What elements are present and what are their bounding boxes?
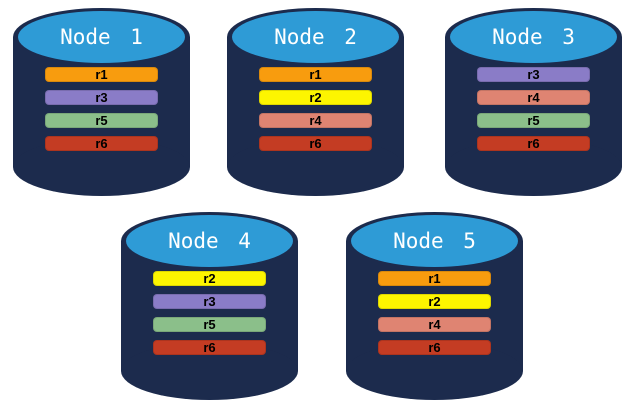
node-2-replica-list: r1 r2 r4 r6 — [259, 67, 372, 151]
replica-bar: r1 — [378, 271, 491, 286]
replica-bar: r2 — [378, 294, 491, 309]
cylinder-top-face: Node 3 — [450, 11, 617, 63]
replica-bar: r5 — [153, 317, 266, 332]
replica-bar: r6 — [259, 136, 372, 151]
node-2-cylinder: Node 2 r1 r2 r4 r6 — [227, 8, 404, 196]
replica-bar: r6 — [378, 340, 491, 355]
node-3-cylinder: Node 3 r3 r4 r5 r6 — [445, 8, 622, 196]
replica-bar: r2 — [259, 90, 372, 105]
cylinder-top-face: Node 4 — [126, 215, 293, 267]
node-5-title: Node 5 — [393, 229, 476, 253]
node-3-title: Node 3 — [492, 25, 575, 49]
replica-bar: r6 — [153, 340, 266, 355]
node-1-title: Node 1 — [60, 25, 143, 49]
replica-bar: r4 — [477, 90, 590, 105]
cylinder-top-face: Node 2 — [232, 11, 399, 63]
replica-bar: r4 — [378, 317, 491, 332]
replica-bar: r1 — [259, 67, 372, 82]
replica-bar: r4 — [259, 113, 372, 128]
replica-bar: r2 — [153, 271, 266, 286]
node-4-title: Node 4 — [168, 229, 251, 253]
replica-bar: r6 — [477, 136, 590, 151]
replica-bar: r5 — [45, 113, 158, 128]
cylinder-top-face: Node 1 — [18, 11, 185, 63]
replica-bar: r3 — [477, 67, 590, 82]
node-3-replica-list: r3 r4 r5 r6 — [477, 67, 590, 151]
node-5-replica-list: r1 r2 r4 r6 — [378, 271, 491, 355]
cylinder-top-face: Node 5 — [351, 215, 518, 267]
node-4-cylinder: Node 4 r2 r3 r5 r6 — [121, 212, 298, 400]
replica-bar: r3 — [153, 294, 266, 309]
node-2-title: Node 2 — [274, 25, 357, 49]
replica-bar: r5 — [477, 113, 590, 128]
node-1-replica-list: r1 r3 r5 r6 — [45, 67, 158, 151]
replica-bar: r3 — [45, 90, 158, 105]
node-4-replica-list: r2 r3 r5 r6 — [153, 271, 266, 355]
replica-bar: r6 — [45, 136, 158, 151]
node-5-cylinder: Node 5 r1 r2 r4 r6 — [346, 212, 523, 400]
replica-bar: r1 — [45, 67, 158, 82]
node-1-cylinder: Node 1 r1 r3 r5 r6 — [13, 8, 190, 196]
